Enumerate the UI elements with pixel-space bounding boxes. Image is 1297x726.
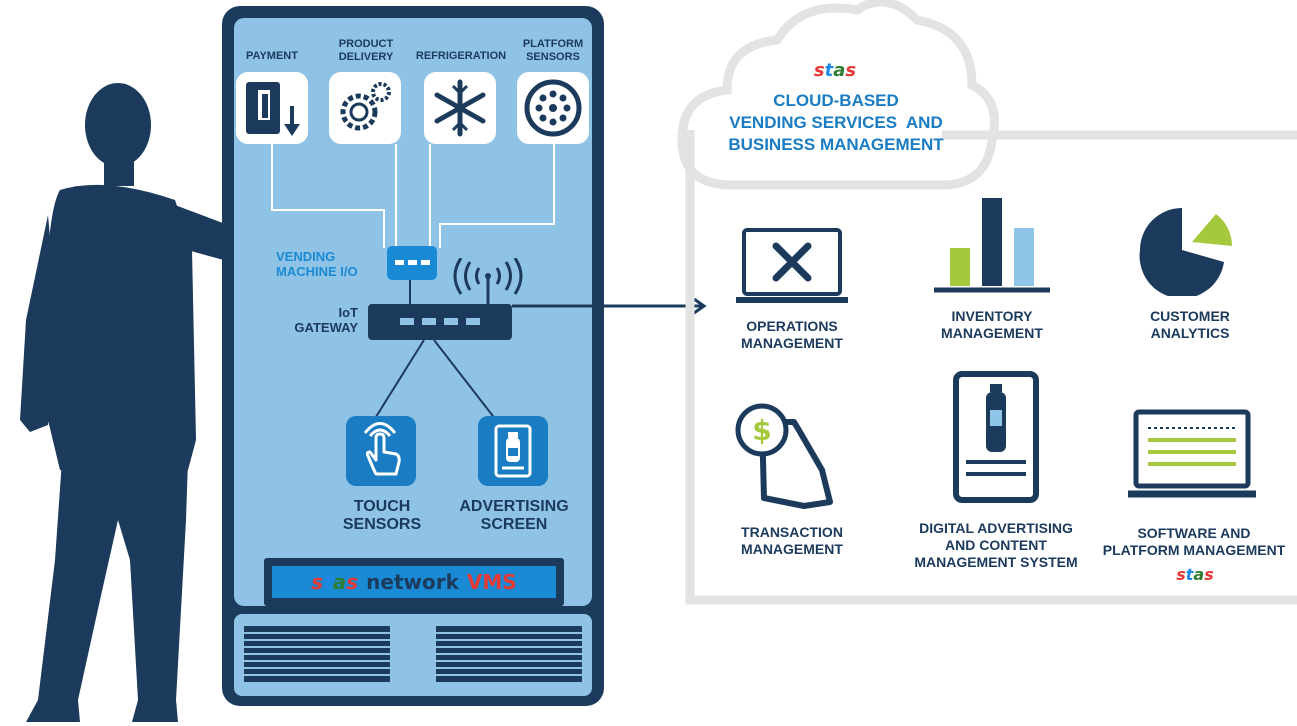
customer-analytics-label: CUSTOMER ANALYTICS bbox=[1150, 308, 1230, 341]
payment-label: PAYMENT bbox=[246, 50, 298, 62]
digital-advertising-label: DIGITAL ADVERTISING AND CONTENT MANAGEME… bbox=[914, 520, 1078, 570]
platform-sensors-label: PLATFORM SENSORS bbox=[522, 38, 584, 63]
cloud-platform-frame bbox=[677, 0, 1297, 605]
laptop-code-icon bbox=[1128, 409, 1256, 498]
software-platform-management-label: SOFTWARE AND PLATFORM MANAGEMENT bbox=[1102, 525, 1286, 558]
wifi-signal-icon bbox=[453, 258, 523, 304]
payment-tile bbox=[236, 72, 308, 144]
snowflake-icon bbox=[434, 79, 486, 137]
inventory-management-label: INVENTORY MANAGEMENT bbox=[941, 308, 1043, 341]
pie-chart-icon bbox=[1139, 208, 1232, 296]
sensor-plate-icon bbox=[524, 79, 582, 137]
gears-icon bbox=[340, 82, 391, 131]
advertising-screen-tile bbox=[478, 416, 548, 486]
screen-bottle-icon bbox=[494, 424, 532, 478]
banner-brand-logo: stas bbox=[311, 570, 359, 594]
connection-lines bbox=[271, 144, 555, 421]
product-delivery-tile bbox=[329, 72, 401, 144]
touch-sensor-tile bbox=[346, 416, 416, 486]
vent-grille bbox=[244, 626, 582, 682]
product-delivery-label: PRODUCT DELIVERY bbox=[338, 38, 394, 63]
transaction-dollar-icon: $ bbox=[735, 403, 833, 509]
banner-vms-text: VMS bbox=[466, 570, 517, 594]
stas-network-vms-banner: stas network VMS bbox=[272, 566, 556, 598]
touch-hand-icon bbox=[363, 422, 401, 476]
refrigeration-label: REFRIGERATION bbox=[415, 50, 507, 62]
touch-sensors-label: TOUCH SENSORS bbox=[342, 498, 422, 534]
io-board-icon bbox=[387, 246, 437, 280]
platform-sensors-tile bbox=[517, 72, 589, 144]
gateway-label: IoT GATEWAY bbox=[294, 305, 358, 335]
software-brand-logo: stas bbox=[1176, 565, 1214, 584]
transaction-management-label: TRANSACTION MANAGEMENT bbox=[741, 524, 843, 557]
cloud-brand-logo: stas bbox=[813, 60, 857, 81]
router-icon bbox=[368, 304, 512, 340]
banner-network-text: network bbox=[366, 570, 459, 594]
laptop-tools-icon bbox=[736, 228, 848, 303]
cloud-title: CLOUD-BASED VENDING SERVICES AND BUSINES… bbox=[728, 91, 944, 155]
svg-text:$: $ bbox=[752, 414, 771, 447]
tablet-bottle-icon bbox=[953, 371, 1039, 503]
bar-chart-icon bbox=[934, 198, 1050, 293]
advertising-screen-label: ADVERTISING SCREEN bbox=[459, 498, 569, 534]
payment-icon bbox=[246, 82, 300, 136]
vending-io-label: VENDING MACHINE I/O bbox=[276, 249, 358, 279]
refrigeration-tile bbox=[424, 72, 496, 144]
gateway-to-cloud-arrow bbox=[512, 297, 707, 315]
operations-management-label: OPERATIONS MANAGEMENT bbox=[741, 318, 843, 351]
